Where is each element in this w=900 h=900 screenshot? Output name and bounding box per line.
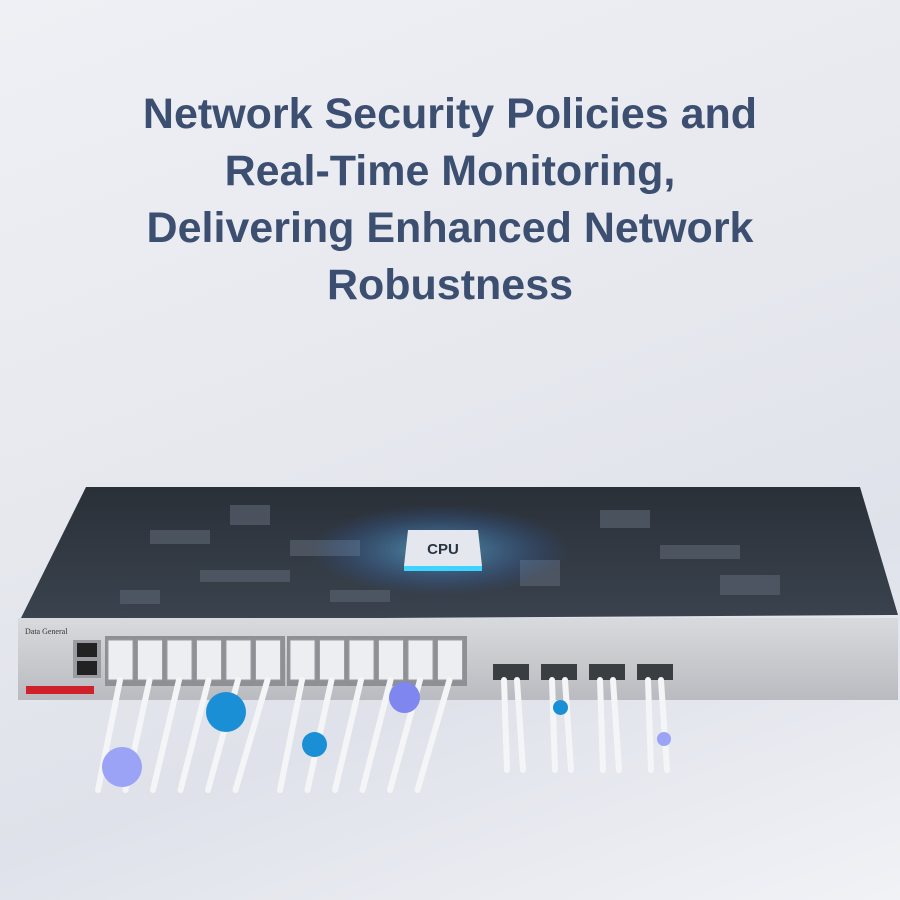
cable [645, 677, 654, 773]
model-label-strip [26, 686, 94, 694]
cpu-chip: CPU [404, 530, 482, 571]
cable [359, 677, 394, 793]
headline-line-4: Robustness [326, 261, 574, 309]
cable [232, 677, 271, 793]
headline-line-3: Delivering Enhanced Network [146, 204, 754, 252]
cable [332, 677, 364, 793]
headline: Network Security Policies and Real-Time … [0, 86, 900, 314]
cable [95, 677, 123, 793]
rj45-plug [407, 639, 434, 681]
sfp-cage [541, 664, 577, 680]
rj45-plug [378, 639, 404, 681]
cable [150, 677, 182, 793]
rj45-plug [319, 639, 345, 681]
rj45-plug [196, 639, 222, 681]
headline-line-2: Real-Time Monitoring, [224, 147, 676, 195]
cable [177, 677, 212, 793]
sfp-cage [589, 664, 625, 680]
rj45-ports [105, 636, 467, 686]
headline-line-1: Network Security Policies and [142, 90, 758, 138]
bubble [553, 700, 568, 715]
cable [514, 677, 526, 773]
rj45-plug [255, 639, 281, 681]
sfp-cage [637, 664, 673, 680]
cable [658, 677, 670, 773]
rj45-plug [225, 639, 252, 681]
rj45-plug [137, 639, 163, 681]
cable [277, 677, 305, 793]
sfp-cage [493, 664, 529, 680]
bubble [206, 692, 246, 732]
cpu-label: CPU [427, 541, 459, 558]
rj45-plug [166, 639, 193, 681]
bubble [302, 732, 327, 757]
cable [562, 677, 574, 773]
rj45-plug [107, 639, 134, 681]
cable [610, 677, 622, 773]
bubble [389, 682, 420, 713]
bubble [657, 732, 671, 746]
rj45-plug [437, 639, 463, 681]
rj45-plug [289, 639, 316, 681]
brand-label: Data General [25, 627, 68, 636]
cable [414, 677, 453, 793]
cable [597, 677, 606, 773]
cable [549, 677, 558, 773]
cable [501, 677, 510, 773]
sfp-ports [493, 664, 673, 680]
bubble [102, 747, 142, 787]
rj45-plug [348, 639, 375, 681]
